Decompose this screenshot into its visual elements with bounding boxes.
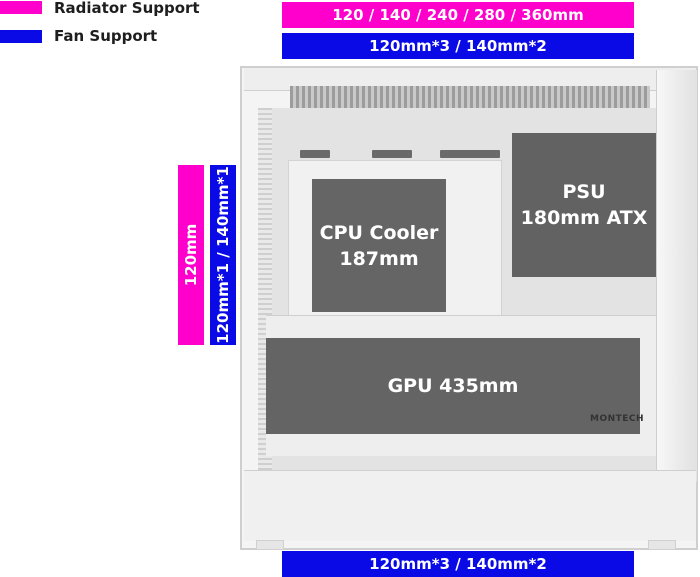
bottom-fan-bar: 120mm*3 / 140mm*2 [282,551,634,577]
top-radiator-bar: 120 / 140 / 240 / 280 / 360mm [282,2,634,28]
radiator-legend-swatch [0,1,42,14]
radiator-legend-label: Radiator Support [54,0,200,17]
cpu-cooler-height: 187mm [339,247,419,270]
bottom-fan-label: 120mm*3 / 140mm*2 [369,555,547,573]
top-fan-mesh [290,86,650,108]
psu-area: PSU 180mm ATX [512,133,656,277]
case-foot-left [256,540,284,550]
cable-cutout [300,150,330,158]
case-bottom [244,470,696,541]
cable-cutout [372,150,412,158]
montech-logo: MONTECH [590,414,645,424]
psu-size: 180mm ATX [520,207,648,229]
cpu-cooler-label: CPU Cooler [319,221,439,244]
fan-legend-swatch [0,30,42,43]
rear-radiator-bar: 120mm [178,165,204,345]
top-fan-bar: 120mm*3 / 140mm*2 [282,33,634,59]
top-radiator-label: 120 / 140 / 240 / 280 / 360mm [332,6,584,24]
rear-fan-label: 120mm*1 / 140mm*1 [214,166,232,344]
psu-label: PSU [562,181,606,203]
cpu-cooler-area: CPU Cooler 187mm [312,179,446,312]
fan-legend-label: Fan Support [54,27,158,45]
top-fan-label: 120mm*3 / 140mm*2 [369,37,547,55]
front-glass-edge [656,70,697,482]
rear-fan-bar: 120mm*1 / 140mm*1 [210,165,236,345]
cable-cutout [440,150,500,158]
gpu-label: GPU 435mm [387,375,519,397]
gpu-area: GPU 435mm [266,338,640,434]
case-foot-right [648,540,676,550]
rear-radiator-label: 120mm [182,223,200,287]
